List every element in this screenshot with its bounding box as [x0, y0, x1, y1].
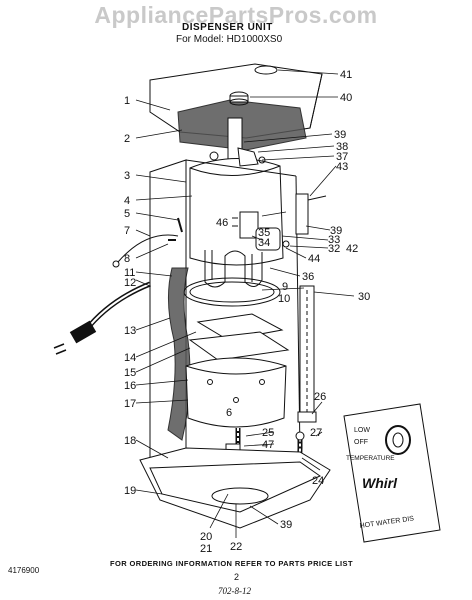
callout-10: 10	[278, 293, 290, 305]
badge-brand-text: Whirl	[362, 475, 398, 491]
callout-8: 8	[124, 253, 130, 265]
pad-plate-15	[188, 331, 290, 361]
callout-37: 37	[336, 151, 348, 163]
model-subtitle: For Model: HD1000XS0	[176, 34, 283, 45]
thermostat	[239, 211, 259, 239]
revision-code: 702-8-12	[218, 586, 251, 596]
callout-24: 24	[312, 475, 324, 487]
insulation-wrap	[167, 267, 191, 441]
cap-41	[254, 65, 278, 75]
callout-12: 12	[124, 277, 136, 289]
callout-27: 27	[310, 427, 322, 439]
callout-39-bottom: 39	[280, 519, 292, 531]
callout-47: 47	[262, 439, 274, 451]
diagram-title: DISPENSER UNIT	[182, 22, 273, 33]
callout-39-mid: 39	[330, 225, 342, 237]
callout-16: 16	[124, 380, 136, 392]
callout-33: 33	[328, 234, 340, 246]
callout-41: 41	[340, 69, 352, 81]
callout-labels: 1 2 3 4 5 6 7 8 9 10 11 12 13 14 15 16 1…	[124, 69, 370, 555]
callout-36: 36	[302, 271, 314, 283]
callout-25: 25	[262, 427, 274, 439]
power-cord	[84, 281, 151, 332]
callout-9: 9	[282, 281, 288, 293]
callout-44: 44	[308, 253, 320, 265]
callout-14: 14	[124, 352, 136, 364]
badge-low-text: LOW	[354, 427, 370, 434]
callout-39-top: 39	[334, 129, 346, 141]
callout-43: 43	[336, 161, 348, 173]
hot-water-label-badge: LOW OFF TEMPERATURE Whirl HOT WATER DIS	[343, 403, 441, 543]
callout-13: 13	[124, 325, 136, 337]
heating-element	[204, 250, 263, 288]
callout-32: 32	[328, 243, 340, 255]
badge-off-text: OFF	[354, 439, 368, 446]
document-number: 4176900	[8, 566, 40, 575]
callout-30: 30	[358, 291, 370, 303]
leader-lines	[135, 69, 355, 538]
callout-22: 22	[230, 541, 242, 553]
badge-temperature-text: TEMPERATURE	[346, 455, 395, 462]
callout-7: 7	[124, 225, 130, 237]
reservoir	[185, 357, 287, 428]
callout-35: 35	[258, 227, 270, 239]
callout-19: 19	[124, 485, 136, 497]
callout-11: 11	[124, 267, 135, 279]
callout-3: 3	[124, 170, 130, 182]
callout-42: 42	[346, 243, 358, 255]
callout-17: 17	[124, 398, 136, 410]
callout-1: 1	[124, 95, 130, 107]
callout-4: 4	[124, 195, 130, 207]
page-number: 2	[234, 572, 240, 582]
ordering-footer: FOR ORDERING INFORMATION REFER TO PARTS …	[110, 559, 353, 568]
callout-5: 5	[124, 208, 130, 220]
callout-18: 18	[124, 435, 136, 447]
callout-46: 46	[216, 217, 228, 229]
callout-40: 40	[340, 92, 352, 104]
callout-26: 26	[314, 391, 326, 403]
callout-38: 38	[336, 141, 348, 153]
callout-20: 20	[200, 531, 212, 543]
callout-21: 21	[200, 543, 212, 555]
watermark: AppliancePartsPros.com	[94, 2, 378, 28]
wire-7	[117, 234, 179, 263]
callout-2: 2	[124, 133, 130, 145]
callout-6: 6	[226, 407, 232, 419]
callout-34: 34	[258, 237, 270, 249]
callout-15: 15	[124, 367, 136, 379]
